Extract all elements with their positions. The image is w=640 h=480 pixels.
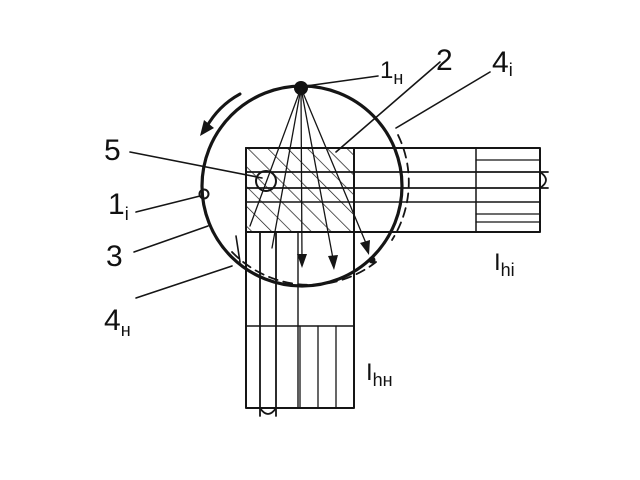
- label-beam-i: Ihi: [494, 249, 515, 280]
- label-window-i: 4i: [492, 46, 513, 80]
- label-small-circle: 5: [104, 134, 121, 167]
- label-hatched-element: 2: [436, 44, 453, 77]
- label-ring: 3: [106, 240, 123, 273]
- leader-lines: [129, 61, 491, 299]
- rotation-arrow: [200, 92, 242, 136]
- label-source-left: 1i: [108, 188, 129, 224]
- window-arc-n: [231, 251, 377, 286]
- label-source-top: 1н: [380, 57, 403, 88]
- label-beam-n: Ihн: [366, 359, 393, 390]
- ray-fan: [249, 87, 376, 270]
- window-arc-i: [391, 134, 410, 241]
- label-window-n: 4н: [104, 304, 131, 340]
- small-circle: [255, 170, 277, 192]
- source-left-marker: [198, 188, 210, 200]
- hatched-element: [245, 147, 355, 233]
